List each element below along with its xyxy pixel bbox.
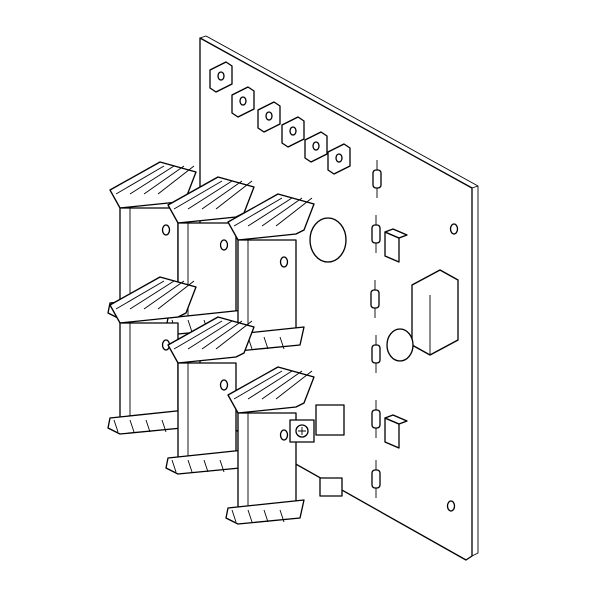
- heatsink-fin: [143, 280, 185, 310]
- heatsink-hole: [161, 224, 171, 236]
- terminal-tab: [281, 116, 305, 148]
- capacitor: [386, 328, 414, 362]
- terminal-tab: [257, 101, 281, 133]
- connector: [411, 269, 459, 356]
- tab-hole: [289, 126, 297, 136]
- heatsink-fin: [201, 180, 243, 210]
- heatsink-fin: [215, 180, 253, 210]
- heatsink-fin: [247, 509, 253, 523]
- heatsink-body: [119, 322, 179, 419]
- heatsink-fin: [173, 180, 223, 210]
- heatsink-fin: [233, 370, 283, 400]
- heatsink-fin: [157, 280, 195, 310]
- terminal-tab: [304, 131, 328, 163]
- heatsink-fin: [279, 509, 285, 523]
- heatsinks: [107, 161, 345, 525]
- heatsink-fin: [247, 197, 293, 227]
- heatsink-hole: [219, 379, 229, 391]
- resistor-body: [371, 224, 381, 244]
- heatsink-body: [237, 239, 297, 336]
- heatsink-fin: [187, 459, 193, 473]
- heatsink-fin: [275, 370, 313, 400]
- heatsink-fin: [129, 419, 135, 433]
- heatsink-fin: [113, 419, 119, 433]
- heatsink-fin: [129, 165, 175, 195]
- heatsink-fin: [263, 336, 269, 350]
- heatsink-hole: [279, 429, 289, 441]
- heatsink-fin: [261, 197, 303, 227]
- heatsink-fin: [143, 165, 185, 195]
- heatsink: [165, 316, 255, 475]
- connector: [384, 228, 408, 263]
- heatsink-fin: [115, 165, 165, 195]
- heatsink-fin: [201, 320, 243, 350]
- resistor-body: [370, 289, 380, 309]
- tab-hole: [217, 71, 225, 81]
- tab-hole: [312, 141, 320, 151]
- resistor: [371, 400, 381, 438]
- heatsink-fin: [247, 370, 293, 400]
- terminal-tabs: [209, 61, 351, 175]
- resistor: [371, 335, 381, 373]
- heatsink-fin: [145, 419, 151, 433]
- heatsink-fin: [261, 370, 303, 400]
- connector-top: [384, 414, 408, 425]
- mounting-hole: [449, 223, 459, 235]
- heatsink-hole: [279, 256, 289, 268]
- heatsink-fin: [215, 320, 253, 350]
- resistor-body: [371, 344, 381, 364]
- terminal-tab: [319, 477, 343, 497]
- resistor: [370, 280, 380, 318]
- heatsink-fin: [275, 197, 313, 227]
- resistor-body: [372, 169, 382, 189]
- transistor: [289, 404, 345, 443]
- heatsink-fin: [173, 320, 223, 350]
- connector: [384, 414, 408, 449]
- heatsink-fin: [157, 165, 195, 195]
- board-components: [309, 160, 459, 498]
- heatsink: [225, 366, 315, 525]
- resistor: [371, 460, 381, 498]
- heatsink-fin: [171, 459, 177, 473]
- capacitor: [309, 217, 347, 263]
- heatsink-body: [177, 362, 237, 459]
- terminal-tab: [209, 61, 233, 93]
- heatsink-fin: [263, 509, 269, 523]
- resistor: [371, 215, 381, 253]
- heatsink-fin: [203, 459, 209, 473]
- connector-body: [411, 269, 459, 356]
- heatsink-fin: [187, 320, 233, 350]
- heatsink-fin: [279, 336, 285, 350]
- screw-slot: [298, 427, 306, 435]
- tab-hole: [265, 111, 273, 121]
- heatsink-hole: [219, 239, 229, 251]
- tab-hole: [239, 96, 247, 106]
- transistor-body: [315, 404, 345, 436]
- resistor-body: [371, 409, 381, 429]
- heatsink-body: [237, 412, 297, 509]
- heatsink: [107, 276, 197, 435]
- heatsink-fin: [129, 280, 175, 310]
- resistor-body: [371, 469, 381, 489]
- resistor: [372, 160, 382, 198]
- connector-top: [384, 228, 408, 239]
- tab-hole: [335, 153, 343, 163]
- heatsink-fin: [233, 197, 283, 227]
- terminal-tab: [327, 143, 351, 175]
- heatsink-fin: [161, 419, 167, 433]
- heatsink-fin: [115, 280, 165, 310]
- terminal-tab: [231, 86, 255, 118]
- heatsink-fin: [231, 509, 237, 523]
- mounting-hole: [446, 500, 456, 512]
- heatsink-fin: [219, 459, 225, 473]
- heatsink-fin: [187, 319, 193, 333]
- heatsink-fin: [187, 180, 233, 210]
